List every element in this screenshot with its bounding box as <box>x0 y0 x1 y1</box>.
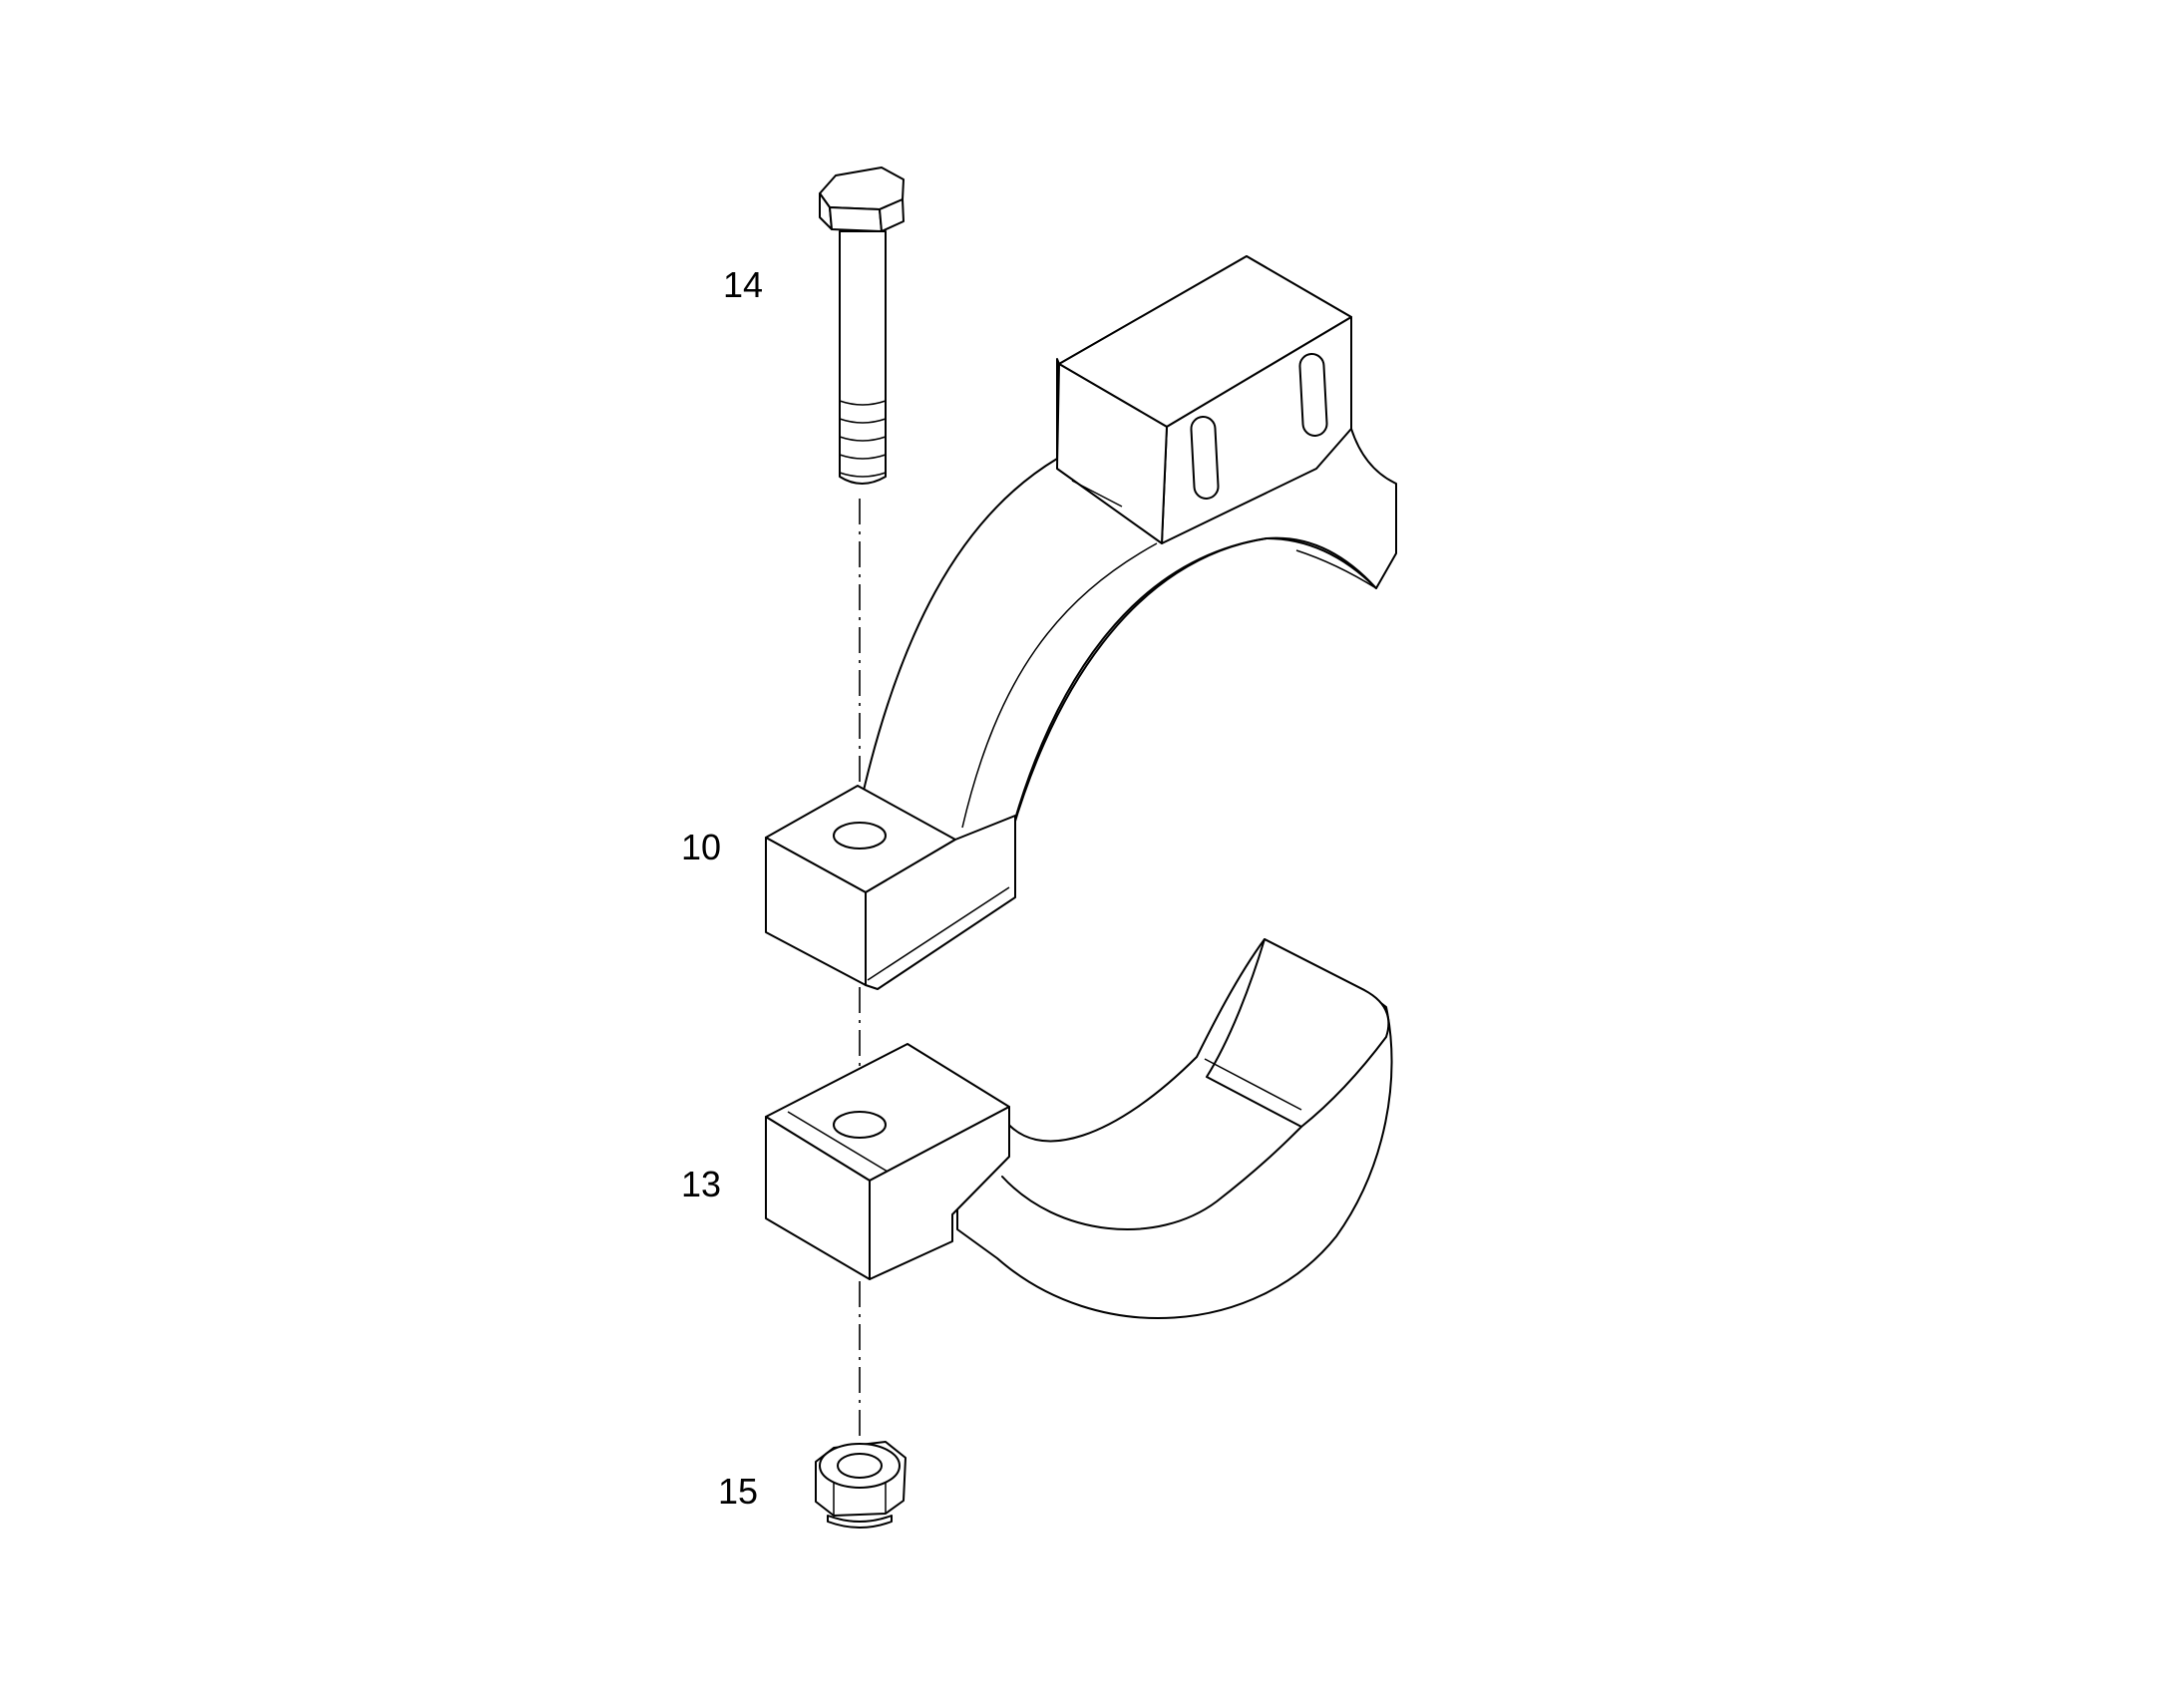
lower-clamp-half <box>765 938 1393 1319</box>
callout-13: 13 <box>681 1164 721 1204</box>
callout-10: 10 <box>681 827 721 867</box>
hex-bolt <box>819 167 905 485</box>
callout-14: 14 <box>723 264 763 305</box>
upper-clamp-half <box>765 255 1397 990</box>
lock-nut <box>815 1441 907 1529</box>
callout-15: 15 <box>718 1471 758 1512</box>
